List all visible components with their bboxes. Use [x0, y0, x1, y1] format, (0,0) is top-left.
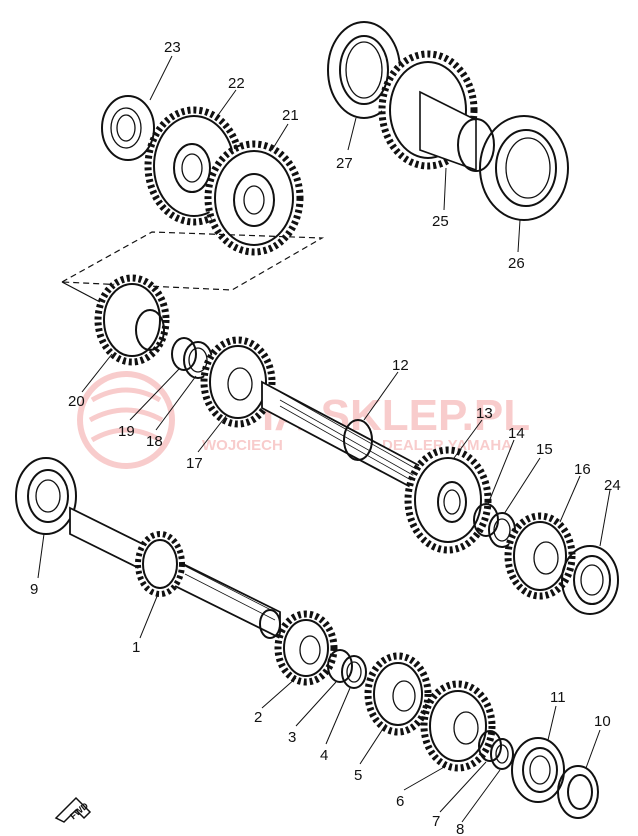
- bearing-11: [511, 737, 565, 803]
- part-label-7: 7: [432, 813, 440, 830]
- part-label-16: 16: [574, 461, 591, 478]
- circlip-8: [490, 738, 514, 770]
- bearing-26: [479, 115, 569, 221]
- part-label-9: 9: [30, 581, 38, 598]
- gear-13: [404, 446, 492, 554]
- bearing-9: [15, 457, 77, 535]
- watermark-sub-text-left: WOJCIECH: [202, 437, 283, 454]
- circlip-4: [341, 655, 367, 689]
- oil-seal-10: [557, 765, 599, 819]
- part-label-20: 20: [68, 393, 85, 410]
- gear-21: [204, 140, 304, 256]
- washer-3: [327, 649, 353, 683]
- gear-5: [364, 652, 432, 736]
- part-label-18: 18: [146, 433, 163, 450]
- bearing-24: [561, 545, 619, 615]
- part-label-17: 17: [186, 455, 203, 472]
- part-label-12: 12: [392, 357, 409, 374]
- leader-lines: [37, 55, 611, 823]
- part-label-8: 8: [456, 821, 464, 836]
- part-label-25: 25: [432, 213, 449, 230]
- gear-16: [504, 512, 576, 600]
- gear-17: [200, 336, 276, 428]
- gear-6: [420, 680, 496, 772]
- part-label-24: 24: [604, 477, 621, 494]
- part-label-3: 3: [288, 729, 296, 746]
- part-label-19: 19: [118, 423, 135, 440]
- part-label-10: 10: [594, 713, 611, 730]
- part-label-21: 21: [282, 107, 299, 124]
- part-label-14: 14: [508, 425, 525, 442]
- part-label-11: 11: [550, 689, 566, 706]
- watermark-logo: [77, 371, 175, 469]
- washer-7: [478, 730, 502, 762]
- part-label-23: 23: [164, 39, 181, 56]
- part-label-13: 13: [476, 405, 493, 422]
- main-axle-1: [69, 506, 281, 640]
- part-label-5: 5: [354, 767, 362, 784]
- part-labels: 23 22 21 27 25 26 20 19 18 17 12 13 14 1…: [30, 39, 621, 836]
- part-label-2: 2: [254, 709, 262, 726]
- part-label-6: 6: [396, 793, 404, 810]
- part-label-4: 4: [320, 747, 328, 764]
- bracket-dashed-box: [61, 231, 325, 303]
- bearing-23: [101, 95, 155, 161]
- part-label-1: 1: [132, 639, 140, 656]
- gear-20: [94, 274, 170, 366]
- fwd-arrow: FWD: [54, 796, 92, 823]
- part-label-22: 22: [228, 75, 245, 92]
- circlip-19: [171, 337, 197, 371]
- part-label-27: 27: [336, 155, 353, 172]
- part-label-15: 15: [536, 441, 553, 458]
- gear-2: [274, 610, 338, 686]
- gear-25: [378, 50, 495, 172]
- watermark-sub-text-right: DEALER YAMAHA: [382, 437, 512, 454]
- part-label-26: 26: [508, 255, 525, 272]
